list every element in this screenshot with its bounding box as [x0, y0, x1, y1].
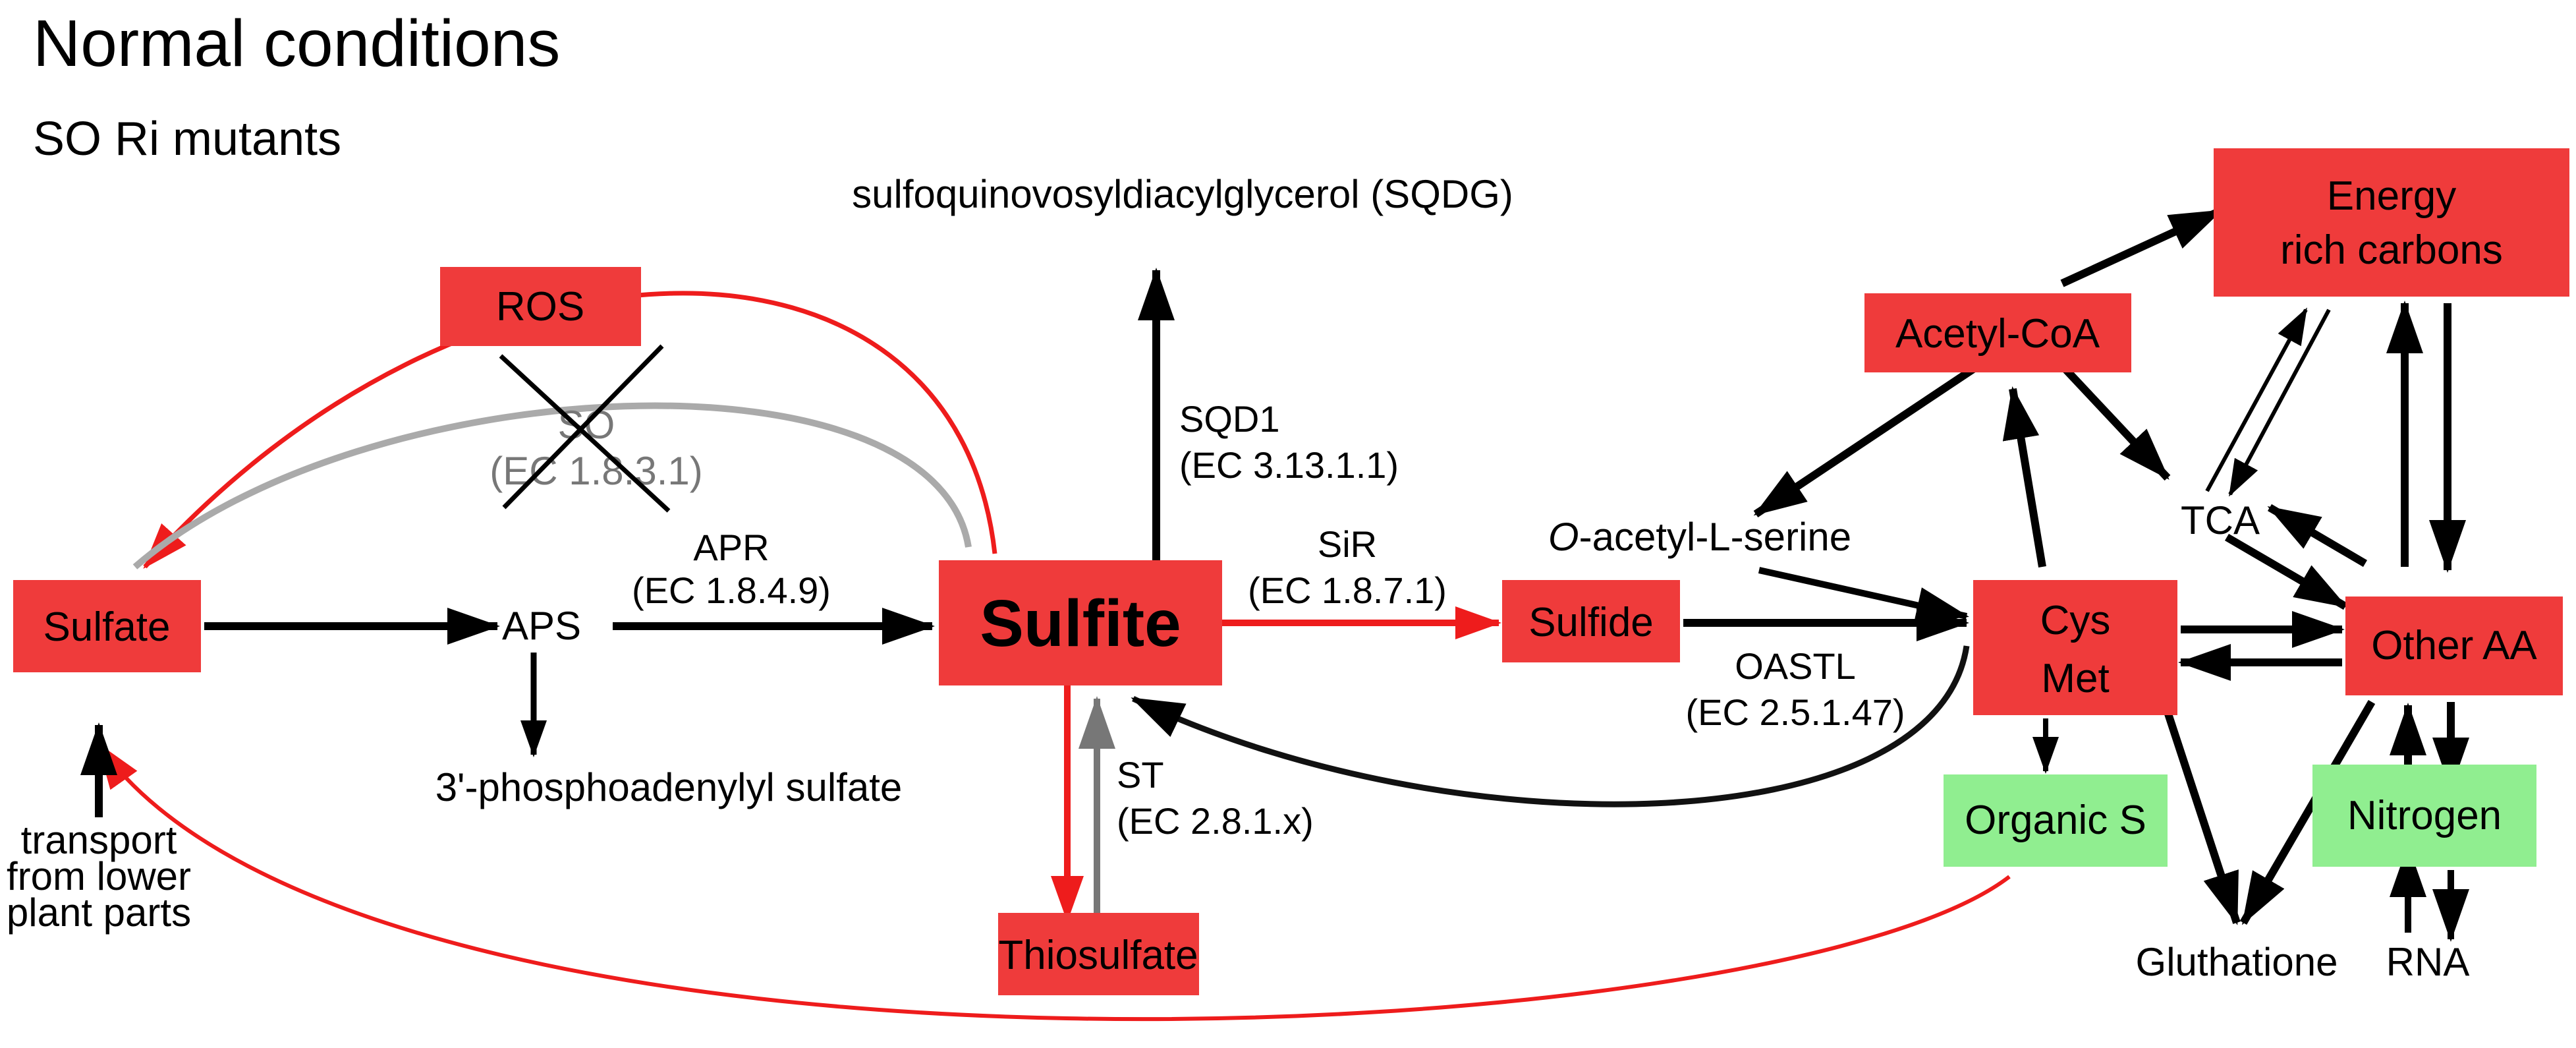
- met-label: Met: [2041, 656, 2109, 701]
- oas-label: O-acetyl-L-serine: [1548, 515, 1851, 559]
- energy-rich-carbons-box: [2214, 148, 2569, 297]
- acetylcoa-oas-arrow: [1753, 366, 1976, 517]
- oas-prefix: O: [1548, 515, 1579, 559]
- oas-rest: -acetyl-L-serine: [1579, 515, 1851, 559]
- otheraa-tca-arrow: [2267, 504, 2368, 568]
- cys-sulfite-return-arrow: [1131, 645, 1970, 807]
- sir-label: SiR: [1318, 523, 1377, 565]
- sulfide-box: [1502, 580, 1680, 662]
- so-cross-line-1: [499, 354, 671, 513]
- st-label: ST: [1117, 754, 1164, 796]
- cys-gluthatione-arrow: [2164, 711, 2241, 925]
- cys-met-box: [1973, 580, 2177, 715]
- organic-s-label: Organic S: [1965, 798, 2146, 843]
- energy-label: Energy: [2327, 173, 2456, 219]
- thiosulfate-box: [998, 913, 1199, 995]
- sulfate-label: Sulfate: [43, 604, 170, 650]
- tca-otheraa-arrow: [2224, 533, 2348, 610]
- oastl-ec-label: (EC 2.5.1.47): [1685, 691, 1905, 733]
- sulfate-box: [13, 580, 201, 672]
- sqd1-ec-label: (EC 3.13.1.1): [1179, 444, 1399, 486]
- transport-line-2: from lower: [7, 854, 191, 898]
- transport-line-3: plant parts: [7, 890, 191, 935]
- sulfite-box: [939, 560, 1222, 685]
- tca-energy-arrow: [2205, 307, 2308, 492]
- so-cross-line-2: [502, 344, 664, 509]
- so-grey-arc: [132, 402, 972, 569]
- other-aa-box: [2345, 597, 2563, 695]
- sulfide-label: Sulfide: [1528, 600, 1654, 645]
- oas-cys-arrow: [1758, 567, 1969, 624]
- nitrogen-label: Nitrogen: [2347, 793, 2502, 838]
- gluthatione-label: Gluthatione: [2136, 940, 2338, 984]
- nitrogen-box: [2312, 765, 2536, 867]
- sulfite-ros-sulfate-arrow: [143, 291, 997, 569]
- sir-ec-label: (EC 1.8.7.1): [1248, 569, 1447, 611]
- sqdg-label: sulfoquinovosyldiacylglycerol (SQDG): [852, 172, 1513, 216]
- page-subtitle: SO Ri mutants: [33, 113, 341, 165]
- organic-s-sulfate-arrow: [97, 742, 2011, 1022]
- page-title: Normal conditions: [33, 7, 560, 80]
- acetyl-coa-label: Acetyl-CoA: [1895, 311, 2100, 357]
- cys-label: Cys: [2040, 598, 2111, 643]
- acetyl-coa-box: [1864, 293, 2131, 372]
- cys-acetylcoa-arrow: [2002, 386, 2046, 568]
- acetylcoa-tca-arrow: [2062, 366, 2171, 481]
- energy-tca-arrow: [2228, 308, 2331, 497]
- tca-label: TCA: [2181, 498, 2260, 542]
- ros-box: [440, 267, 641, 346]
- other-aa-label: Other AA: [2371, 623, 2537, 668]
- apr-ec-label: (EC 1.8.4.9): [632, 569, 831, 611]
- apr-label: APR: [693, 527, 769, 568]
- oastl-label: OASTL: [1735, 645, 1856, 687]
- otheraa-gluthatione-arrow: [2239, 699, 2376, 925]
- acetylcoa-energy-arrow: [2060, 207, 2223, 287]
- rna-label: RNA: [2386, 940, 2470, 984]
- aps-label: APS: [502, 604, 581, 648]
- sulfite-label: Sulfite: [980, 587, 1181, 660]
- organic-s-box: [1944, 774, 2168, 867]
- ros-label: ROS: [496, 284, 584, 330]
- pap-sulfate-label: 3'-phosphoadenylyl sulfate: [435, 765, 903, 809]
- sqd1-label: SQD1: [1179, 398, 1280, 440]
- transport-line-1: transport: [21, 818, 177, 862]
- rich-carbons-label: rich carbons: [2280, 227, 2503, 273]
- st-ec-label: (EC 2.8.1.x): [1117, 800, 1314, 842]
- thiosulfate-label: Thiosulfate: [998, 933, 1198, 978]
